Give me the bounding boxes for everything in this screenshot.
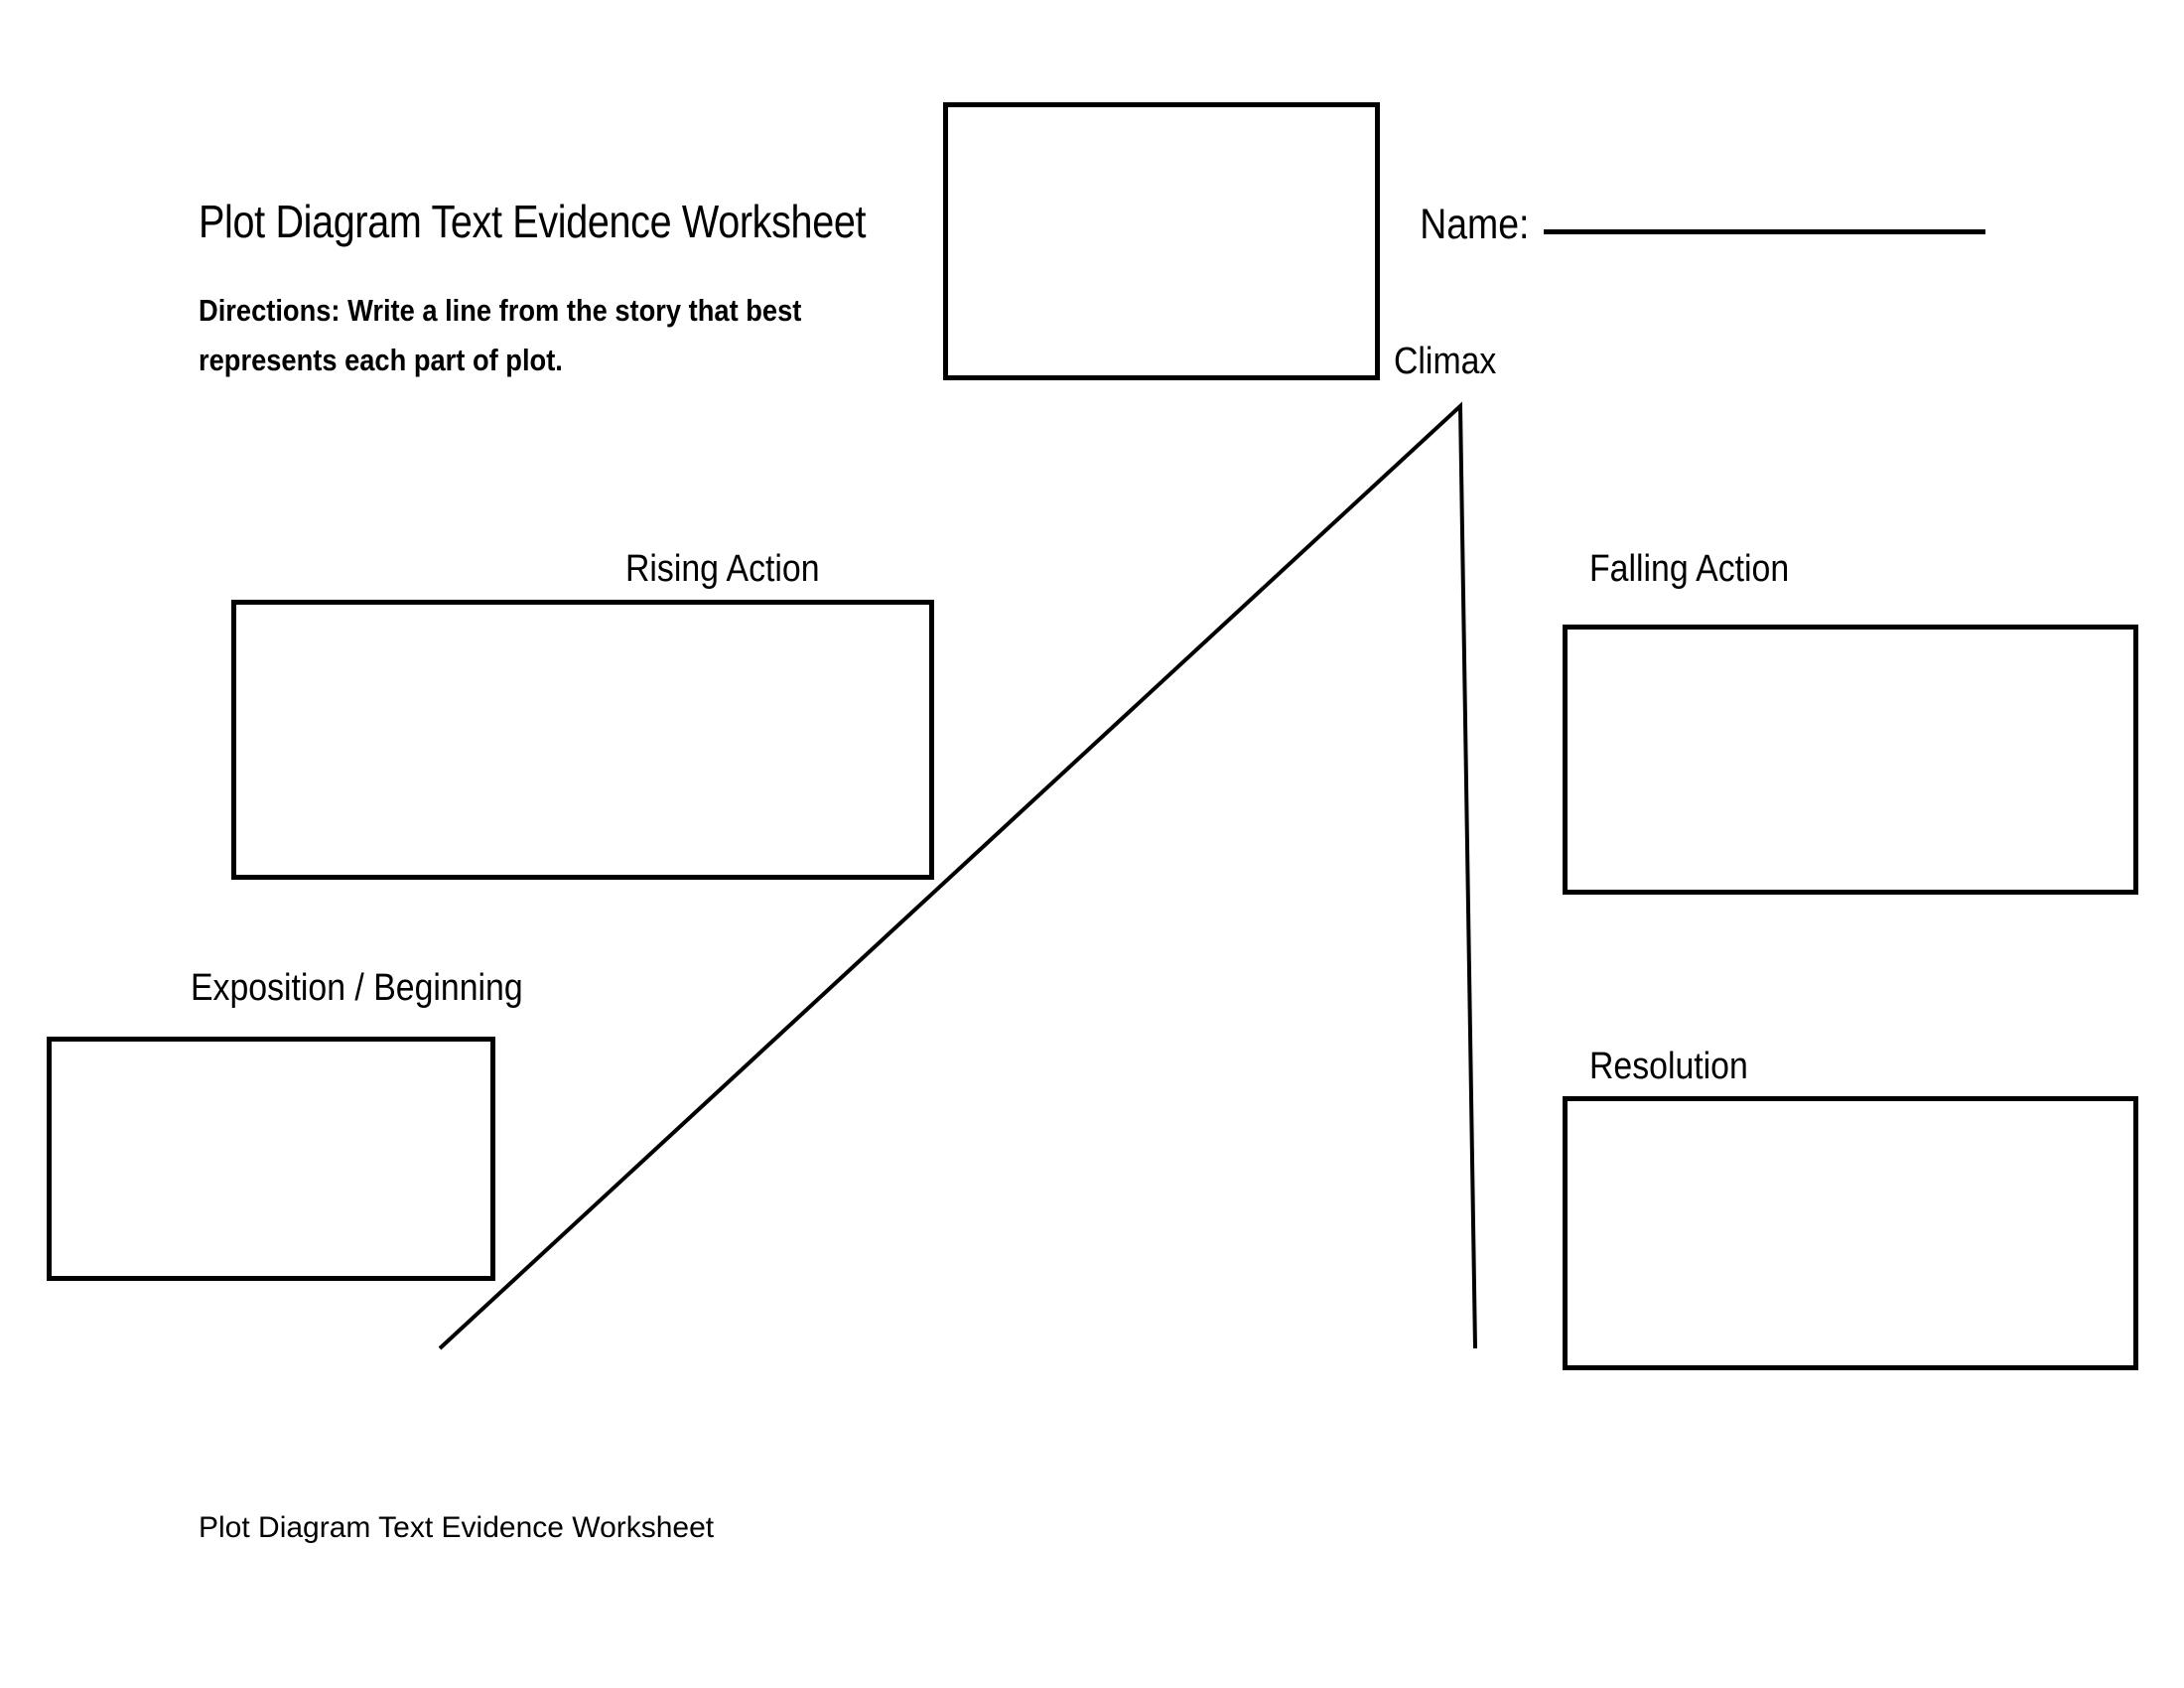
name-input-blank[interactable] xyxy=(1543,229,1985,234)
label-exposition: Exposition / Beginning xyxy=(191,967,523,1009)
label-climax: Climax xyxy=(1394,341,1497,382)
page-title: Plot Diagram Text Evidence Worksheet xyxy=(199,196,867,247)
answer-box-resolution[interactable] xyxy=(1563,1096,2138,1370)
directions-text: Directions: Write a line from the story … xyxy=(199,293,802,378)
label-rising-action: Rising Action xyxy=(625,548,820,590)
label-resolution: Resolution xyxy=(1589,1046,1748,1087)
answer-box-climax[interactable] xyxy=(943,102,1380,380)
answer-box-exposition[interactable] xyxy=(47,1037,495,1281)
label-falling-action: Falling Action xyxy=(1589,548,1790,590)
answer-box-rising-action[interactable] xyxy=(231,600,934,880)
answer-box-falling-action[interactable] xyxy=(1563,625,2138,895)
name-label: Name: xyxy=(1420,201,1530,248)
name-field-row: Name: xyxy=(1412,204,1985,246)
footer-text: Plot Diagram Text Evidence Worksheet xyxy=(199,1511,715,1544)
